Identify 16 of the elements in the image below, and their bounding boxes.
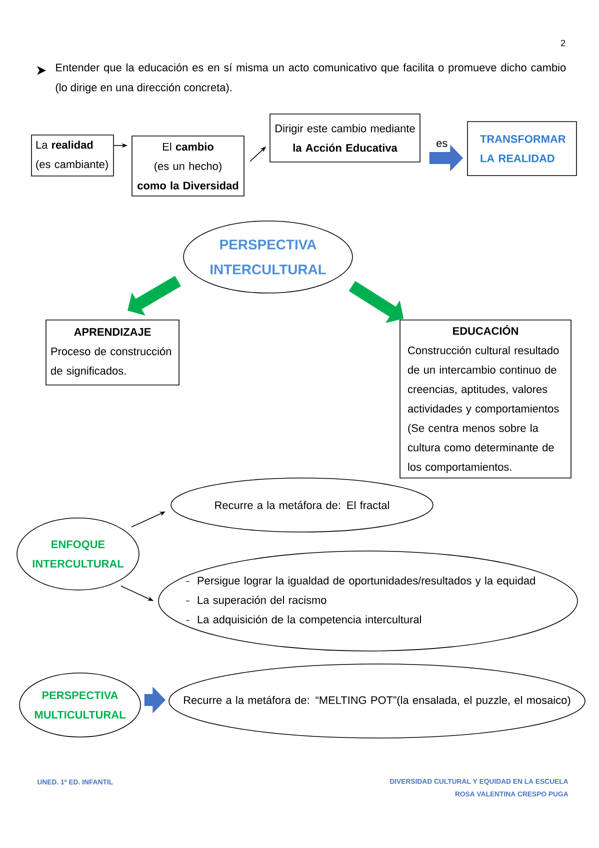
text-oval: Recurre a la metáfora de: El fractal [170, 478, 434, 532]
text-box: EDUCACIÓN Construcción cultural resultado de un intercambio continuo de creencias, aptitudes, valores actividades y comportamientos (Se centra menos sobre la cultura como determinante de los comportamientos. [400, 320, 572, 478]
page-number: 2 [560, 40, 566, 46]
block-arrow [128, 276, 182, 316]
text-oval: PERSPECTIVA MULTICULTURAL [19, 672, 141, 738]
text-oval: Persigue lograr la igualdad de oportunidades/resultados y la equidad La superación del racismo La adquisición de la competencia intercultural [158, 550, 578, 652]
text-oval: Recurre a la metáfora de: “MELTING POT”(la ensalada, el puzzle, el mosaico) [168, 664, 586, 738]
text-box: La realidad (es cambiante) [31, 134, 114, 176]
text-box: TRANSFORMAR LA REALIDAD [467, 121, 577, 176]
text-box: Dirigir este cambio mediante la Acción Educativa [270, 114, 420, 162]
paragraph: Entender que la educación es en sí misma un acto comunicativo que facilita o promueve dicho cambio (lo dirige en una dirección concreta). [56, 63, 566, 94]
edge-label: es [435, 140, 449, 148]
text-box: El cambio (es un hecho) como la Diversidad [132, 136, 244, 196]
text-oval: PERSPECTIVA INTERCULTURAL [183, 220, 353, 294]
text-box: APRENDIZAJE Proceso de construcción de significados. [46, 320, 180, 386]
text-oval: ENFOQUE INTERCULTURAL [16, 518, 140, 590]
